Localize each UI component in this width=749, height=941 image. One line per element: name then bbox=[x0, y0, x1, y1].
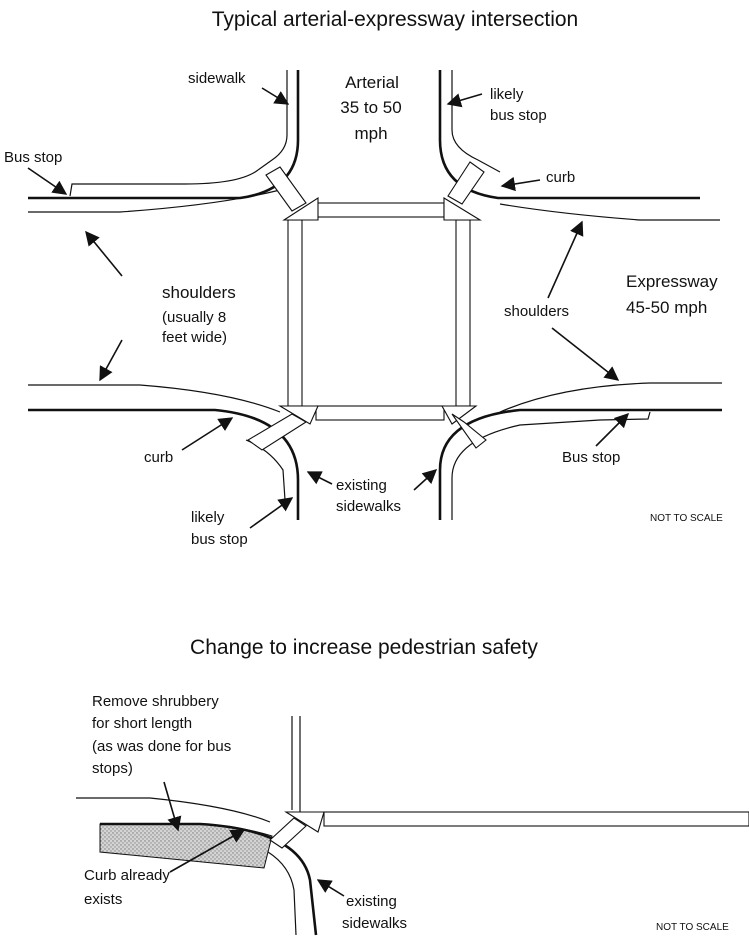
curb-lr bbox=[438, 408, 722, 520]
shoulder-lr bbox=[499, 382, 722, 413]
curb-ur bbox=[438, 70, 700, 200]
island-ul bbox=[282, 196, 319, 221]
corner-walk-bottom bbox=[269, 817, 307, 849]
top-arrows bbox=[27, 87, 630, 529]
existing-sidewalks-bottom-1: existing bbox=[346, 893, 397, 910]
corner-walk-lr bbox=[451, 413, 487, 449]
remove-note-4: stops) bbox=[92, 760, 133, 777]
not-to-scale-top: NOT TO SCALE bbox=[650, 513, 723, 524]
crosswalk-bottom-diagram bbox=[323, 811, 749, 827]
label-sidewalk: sidewalk bbox=[188, 70, 246, 87]
existing-sidewalks-top-1: existing bbox=[336, 477, 387, 494]
not-to-scale-bottom: NOT TO SCALE bbox=[656, 922, 729, 933]
bottom-intersection-drawing bbox=[76, 716, 749, 936]
likely-bus-stop-top-2: bus stop bbox=[490, 107, 547, 124]
bus-stop-bay-lr bbox=[451, 411, 651, 520]
top-title: Typical arterial-expressway intersection bbox=[212, 8, 578, 31]
shoulders-note-2: feet wide) bbox=[162, 329, 227, 346]
label-curb-left: curb bbox=[144, 449, 173, 466]
likely-bus-stop-bottom-1: likely bbox=[191, 509, 225, 526]
bottom-title: Change to increase pedestrian safety bbox=[190, 636, 538, 659]
expressway-line-1: Expressway bbox=[626, 272, 718, 291]
shoulders-note-1: (usually 8 bbox=[162, 309, 226, 326]
island-lr bbox=[441, 405, 478, 425]
island-ll bbox=[278, 405, 319, 425]
corner-walk-ur bbox=[447, 161, 485, 205]
existing-sidewalks-bottom-2: sidewalks bbox=[342, 915, 407, 932]
sidewalk-ll-inner bbox=[245, 439, 286, 501]
curb-note-2: exists bbox=[84, 891, 122, 908]
crosswalk-left bbox=[287, 219, 303, 407]
island-bottom-diagram bbox=[284, 811, 325, 833]
crosswalk-right bbox=[455, 219, 471, 407]
curb-note-1: Curb already bbox=[84, 867, 170, 884]
expressway-line-2: 45-50 mph bbox=[626, 298, 707, 317]
corner-walk-ll bbox=[246, 413, 308, 451]
label-bus-stop-right: Bus stop bbox=[562, 449, 620, 466]
remove-note-3: (as was done for bus bbox=[92, 738, 231, 755]
curb-ul bbox=[28, 70, 300, 200]
sidewalk-ul-inner bbox=[257, 70, 288, 171]
label-shoulders-right: shoulders bbox=[504, 303, 569, 320]
shoulder-ur bbox=[499, 203, 720, 221]
sidewalk-ur-inner bbox=[451, 70, 501, 173]
arterial-line-2: 35 to 50 bbox=[340, 98, 401, 117]
arterial-line-1: Arterial bbox=[345, 73, 399, 92]
island-ur bbox=[443, 197, 482, 221]
shoulder-ll bbox=[28, 384, 281, 413]
crosswalk-bottom bbox=[315, 405, 445, 421]
shoulder-ul bbox=[28, 189, 281, 213]
label-bus-stop-left: Bus stop bbox=[4, 149, 62, 166]
top-intersection-drawing bbox=[28, 70, 722, 520]
corner-walk-ul bbox=[265, 166, 307, 212]
bus-stop-bay-ul bbox=[69, 169, 259, 197]
crosswalk-top bbox=[315, 202, 445, 218]
existing-sidewalks-top-2: sidewalks bbox=[336, 498, 401, 515]
label-shoulders-left: shoulders bbox=[162, 283, 236, 302]
arterial-line-3: mph bbox=[354, 124, 387, 143]
sidewalk-bottom-inner bbox=[267, 851, 297, 936]
likely-bus-stop-top-1: likely bbox=[490, 86, 524, 103]
remove-note-2: for short length bbox=[92, 715, 192, 732]
remove-note-1: Remove shrubbery bbox=[92, 693, 219, 710]
shoulder-bottom bbox=[76, 797, 271, 823]
bottom-arrows bbox=[163, 781, 345, 897]
label-curb-right: curb bbox=[546, 169, 575, 186]
likely-bus-stop-bottom-2: bus stop bbox=[191, 531, 248, 548]
